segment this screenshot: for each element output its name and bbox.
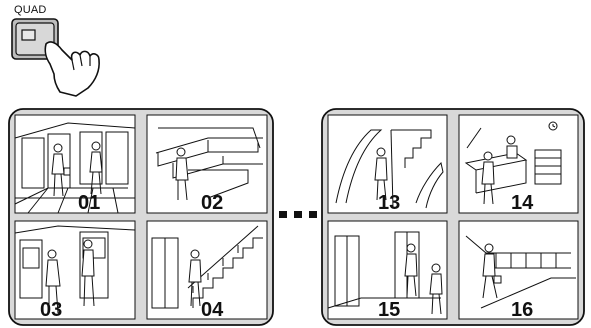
hand-pointer-icon: [0, 0, 120, 100]
left-quad-monitor: 01 02: [8, 108, 274, 326]
camera-number-03: 03: [40, 299, 62, 321]
ellipsis-icon: [279, 209, 319, 221]
camera-cell-01[interactable]: [15, 115, 135, 213]
camera-number-15: 15: [378, 299, 400, 321]
quad-button-illustration[interactable]: QUAD: [0, 0, 120, 100]
camera-number-01: 01: [78, 192, 100, 214]
camera-number-16: 16: [511, 299, 533, 321]
right-quad-monitor: 13 14: [321, 108, 585, 326]
camera-number-04: 04: [201, 299, 224, 321]
camera-number-02: 02: [201, 192, 223, 214]
camera-number-13: 13: [378, 192, 400, 214]
camera-number-14: 14: [511, 192, 534, 214]
camera-cell-03[interactable]: [15, 221, 135, 319]
